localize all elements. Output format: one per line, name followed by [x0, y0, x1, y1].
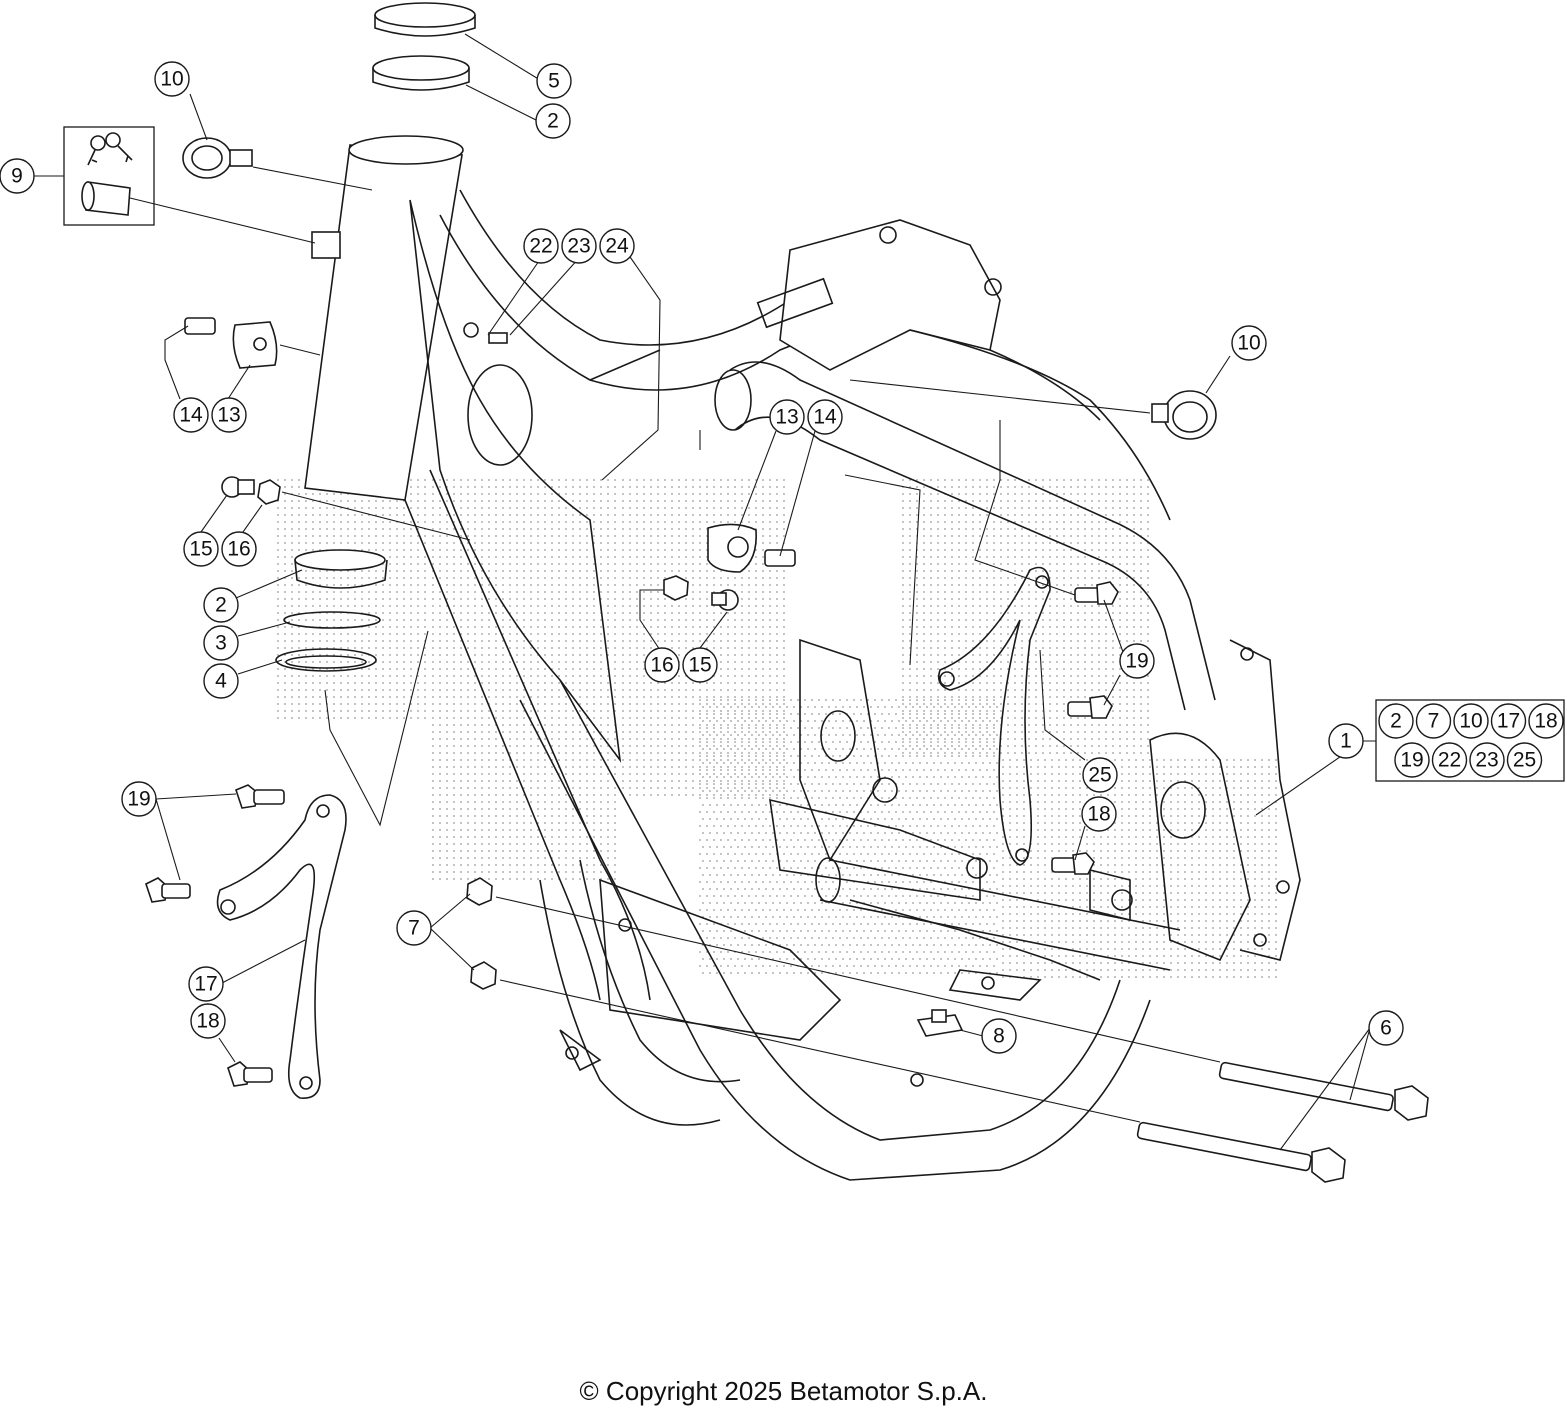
- callout-15: 15: [183, 531, 219, 567]
- callout-15: 15: [682, 647, 718, 683]
- kit-item-callout: 10: [1453, 703, 1489, 739]
- callout-14: 14: [807, 399, 843, 435]
- callout-10: 10: [154, 61, 190, 97]
- callout-17: 17: [188, 966, 224, 1002]
- kit-item-callout: 2: [1378, 703, 1414, 739]
- callout-7: 7: [396, 910, 432, 946]
- callout-4: 4: [203, 663, 239, 699]
- long-bolt-lower-part: [1136, 1121, 1346, 1183]
- callout-2: 2: [203, 587, 239, 623]
- kit-item-callout: 19: [1394, 742, 1430, 778]
- kit-item-callout: 17: [1490, 703, 1527, 739]
- kit-item-callout: 18: [1528, 703, 1564, 739]
- callout-22: 22: [523, 228, 559, 264]
- callout-6: 6: [1368, 1010, 1404, 1046]
- copyright-notice: © Copyright 2025 Betamotor S.p.A.: [579, 1376, 988, 1406]
- clamp-left-part: [182, 137, 253, 179]
- bearing-top-part: [372, 55, 470, 81]
- callout-1: 1: [1328, 723, 1364, 759]
- callout-14: 14: [173, 397, 209, 433]
- seal-top-part: [374, 2, 476, 28]
- kit-item-callout: 22: [1431, 742, 1468, 778]
- callout-19: 19: [121, 781, 157, 817]
- callout-8: 8: [981, 1018, 1017, 1054]
- bracket-left-part: [216, 794, 347, 1099]
- ring-part: [283, 611, 381, 629]
- callout-19: 19: [1119, 643, 1155, 679]
- kit-item-callout: 23: [1469, 742, 1505, 778]
- callout-16: 16: [644, 647, 680, 683]
- lock-cylinder-icon: [81, 181, 131, 216]
- long-bolt-upper-part: [1218, 1061, 1429, 1121]
- kit-item-callout: 7: [1415, 703, 1452, 739]
- keys-icon: [87, 132, 133, 166]
- callout-23: 23: [561, 228, 597, 264]
- callout-13: 13: [769, 399, 805, 435]
- small-parts: [63, 126, 1429, 1183]
- clamp-right-part: [1151, 390, 1217, 440]
- callout-13: 13: [211, 397, 247, 433]
- callout-24: 24: [599, 228, 635, 264]
- callout-10: 10: [1231, 325, 1267, 361]
- steering-head-tube: [304, 135, 464, 501]
- kit-item-callout: 25: [1506, 742, 1543, 778]
- callout-16: 16: [221, 531, 257, 567]
- seal-lower-part: [275, 648, 377, 672]
- leader-lines: [34, 33, 1376, 1151]
- callout-18: 18: [190, 1003, 226, 1039]
- bracket-right-part: [937, 566, 1051, 866]
- callout-25: 25: [1082, 757, 1118, 793]
- frame-illustration: [275, 2, 1301, 1181]
- callout-2: 2: [535, 103, 571, 139]
- bearing-lower-part: [294, 549, 386, 571]
- callout-9: 9: [0, 158, 35, 194]
- callout-5: 5: [536, 63, 572, 99]
- callout-18: 18: [1081, 796, 1117, 832]
- callout-3: 3: [203, 625, 239, 661]
